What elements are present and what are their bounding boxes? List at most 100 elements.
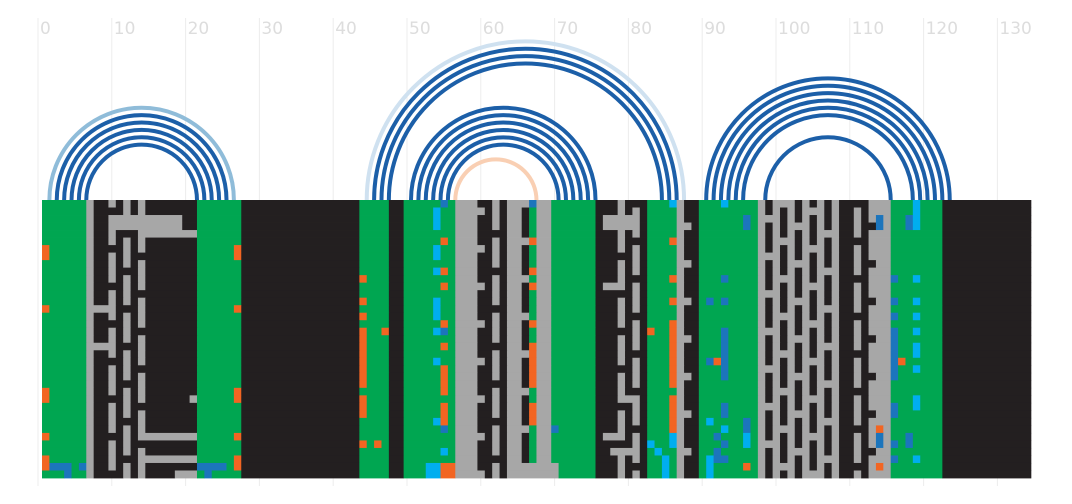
heatmap-cell: [824, 387, 833, 396]
x-tick-label-40: 40: [335, 19, 357, 39]
heatmap-cell: [647, 230, 678, 238]
heatmap-cell: [388, 305, 405, 314]
heatmap-cell: [551, 207, 596, 216]
heatmap-cell: [196, 417, 242, 426]
heatmap-cell: [839, 222, 855, 231]
heatmap-cell: [625, 470, 633, 479]
heatmap-cell: [706, 455, 714, 464]
heatmap-cell: [839, 320, 855, 329]
heatmap-cell: [794, 350, 803, 359]
heatmap-cell: [831, 215, 840, 223]
heatmap-cell: [839, 290, 855, 299]
heatmap-cell: [890, 267, 943, 276]
heatmap-cell: [728, 297, 759, 306]
heatmap-cell: [809, 267, 818, 276]
heatmap-cell: [942, 387, 1032, 396]
heatmap-cell: [684, 462, 700, 471]
heatmap-cell: [824, 470, 833, 479]
heatmap-cell: [890, 297, 899, 306]
heatmap-cell: [898, 440, 906, 449]
heatmap-cell: [669, 320, 678, 329]
heatmap-cell: [647, 417, 670, 426]
heatmap-cell: [853, 260, 862, 269]
heatmap-cell: [757, 417, 766, 426]
heatmap-cell: [875, 215, 884, 223]
heatmap-cell: [521, 455, 530, 464]
arc-1: [54, 113, 229, 201]
heatmap-cell: [853, 470, 862, 479]
heatmap-cell: [529, 237, 537, 246]
heatmap-cell: [787, 207, 796, 216]
heatmap-cell: [529, 207, 537, 216]
heatmap-cell: [440, 312, 456, 321]
heatmap-cell: [831, 357, 840, 366]
heatmap-cell: [802, 380, 810, 389]
heatmap-cell: [868, 395, 892, 404]
heatmap-cell: [787, 230, 796, 238]
heatmap-cell: [839, 447, 855, 456]
heatmap-cell: [196, 215, 242, 223]
heatmap-cell: [824, 410, 833, 419]
heatmap-cell: [492, 335, 500, 344]
heatmap-cell: [595, 290, 633, 299]
heatmap-cell: [868, 350, 892, 359]
heatmap-cell: [388, 230, 405, 238]
heatmap-cell: [816, 462, 825, 471]
heatmap-cell: [551, 440, 596, 449]
heatmap-cell: [942, 282, 1032, 291]
heatmap-cell: [477, 200, 493, 208]
heatmap-cell: [787, 470, 796, 479]
heatmap-cell: [241, 380, 360, 389]
heatmap-cell: [912, 312, 921, 321]
heatmap-cell: [123, 350, 131, 359]
heatmap-cell: [772, 357, 781, 366]
heatmap-cell: [529, 357, 537, 366]
heatmap-cell: [794, 470, 803, 479]
heatmap-cell: [123, 387, 131, 396]
heatmap-cell: [536, 372, 552, 381]
heatmap-cell: [617, 297, 626, 306]
heatmap-cell: [750, 222, 759, 231]
heatmap-cell: [942, 410, 1032, 419]
heatmap-cell: [698, 350, 722, 359]
heatmap-cell: [115, 342, 139, 351]
heatmap-cell: [42, 335, 87, 344]
heatmap-cell: [196, 372, 242, 381]
heatmap-cell: [809, 417, 818, 426]
heatmap-cell: [765, 335, 774, 344]
heatmap-cell: [196, 252, 235, 261]
heatmap-cell: [639, 222, 648, 231]
heatmap-cell: [536, 402, 552, 411]
heatmap-cell: [529, 215, 537, 223]
heatmap-cell: [809, 440, 818, 449]
heatmap-cell: [839, 230, 855, 238]
heatmap-cell: [506, 327, 523, 336]
heatmap-cell: [824, 372, 833, 381]
heatmap-cell: [868, 245, 892, 253]
heatmap-cell: [772, 372, 781, 381]
heatmap-cell: [93, 365, 109, 374]
heatmap-cell: [145, 372, 198, 381]
heatmap-cell: [684, 215, 700, 223]
heatmap-cell: [720, 372, 729, 381]
heatmap-cell: [676, 365, 685, 374]
heatmap-cell: [698, 395, 759, 404]
heatmap-cell: [868, 275, 892, 284]
heatmap-cell: [794, 275, 803, 284]
arc-6: [364, 39, 687, 201]
heatmap-cell: [492, 275, 500, 284]
heatmap-cell: [772, 222, 781, 231]
heatmap-cell: [506, 305, 523, 314]
heatmap-cell: [669, 432, 678, 441]
heatmap-cell: [477, 410, 493, 419]
heatmap-cell: [388, 252, 405, 261]
heatmap-cell: [130, 372, 139, 381]
heatmap-cell: [440, 462, 456, 471]
heatmap-cell: [831, 447, 840, 456]
heatmap-cell: [861, 297, 877, 306]
heatmap-cell: [492, 245, 500, 253]
heatmap-cell: [536, 455, 552, 464]
heatmap-cell: [196, 335, 242, 344]
heatmap-cell: [698, 260, 759, 269]
heatmap-cell: [536, 267, 552, 276]
